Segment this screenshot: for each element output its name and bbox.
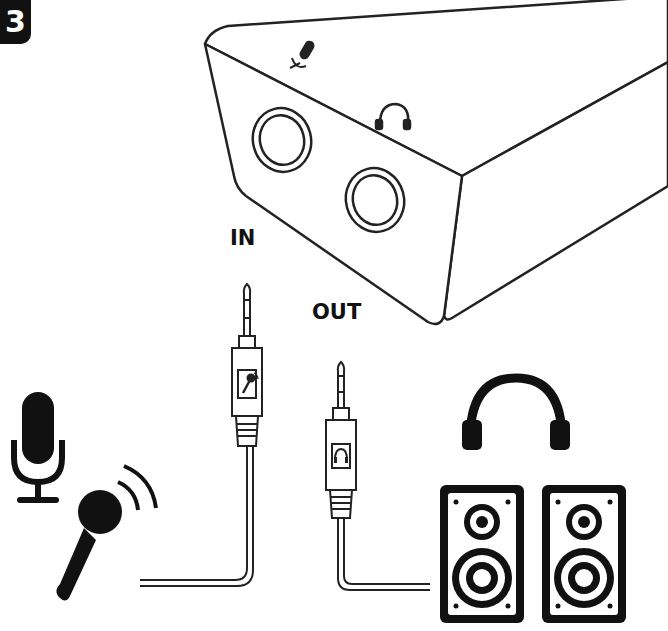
device-side: [444, 62, 668, 320]
port-label: IN: [230, 226, 255, 250]
out-cable-edge: [344, 518, 430, 584]
headphone-port: [339, 162, 412, 239]
mic-icon-small: [290, 39, 316, 68]
port-label: OUT: [312, 300, 361, 324]
in-plug: [232, 284, 262, 446]
out-plug: [326, 362, 356, 518]
handheld-mic: [56, 466, 156, 601]
mic-port: [246, 102, 319, 179]
step-number: 3: [5, 7, 26, 37]
out-cable: [338, 518, 430, 590]
speaker-right: [542, 485, 626, 623]
step-badge: 3: [0, 0, 31, 44]
studio-mic: [14, 392, 62, 500]
speaker-left: [440, 485, 524, 623]
in-cable: [140, 446, 247, 580]
headphone-icon-small: [376, 104, 410, 129]
mic-port-inner: [254, 110, 309, 170]
headphones: [462, 378, 570, 450]
in-cable-edge: [140, 446, 253, 586]
device-front: [205, 44, 462, 324]
headphone-port-inner: [347, 170, 402, 230]
